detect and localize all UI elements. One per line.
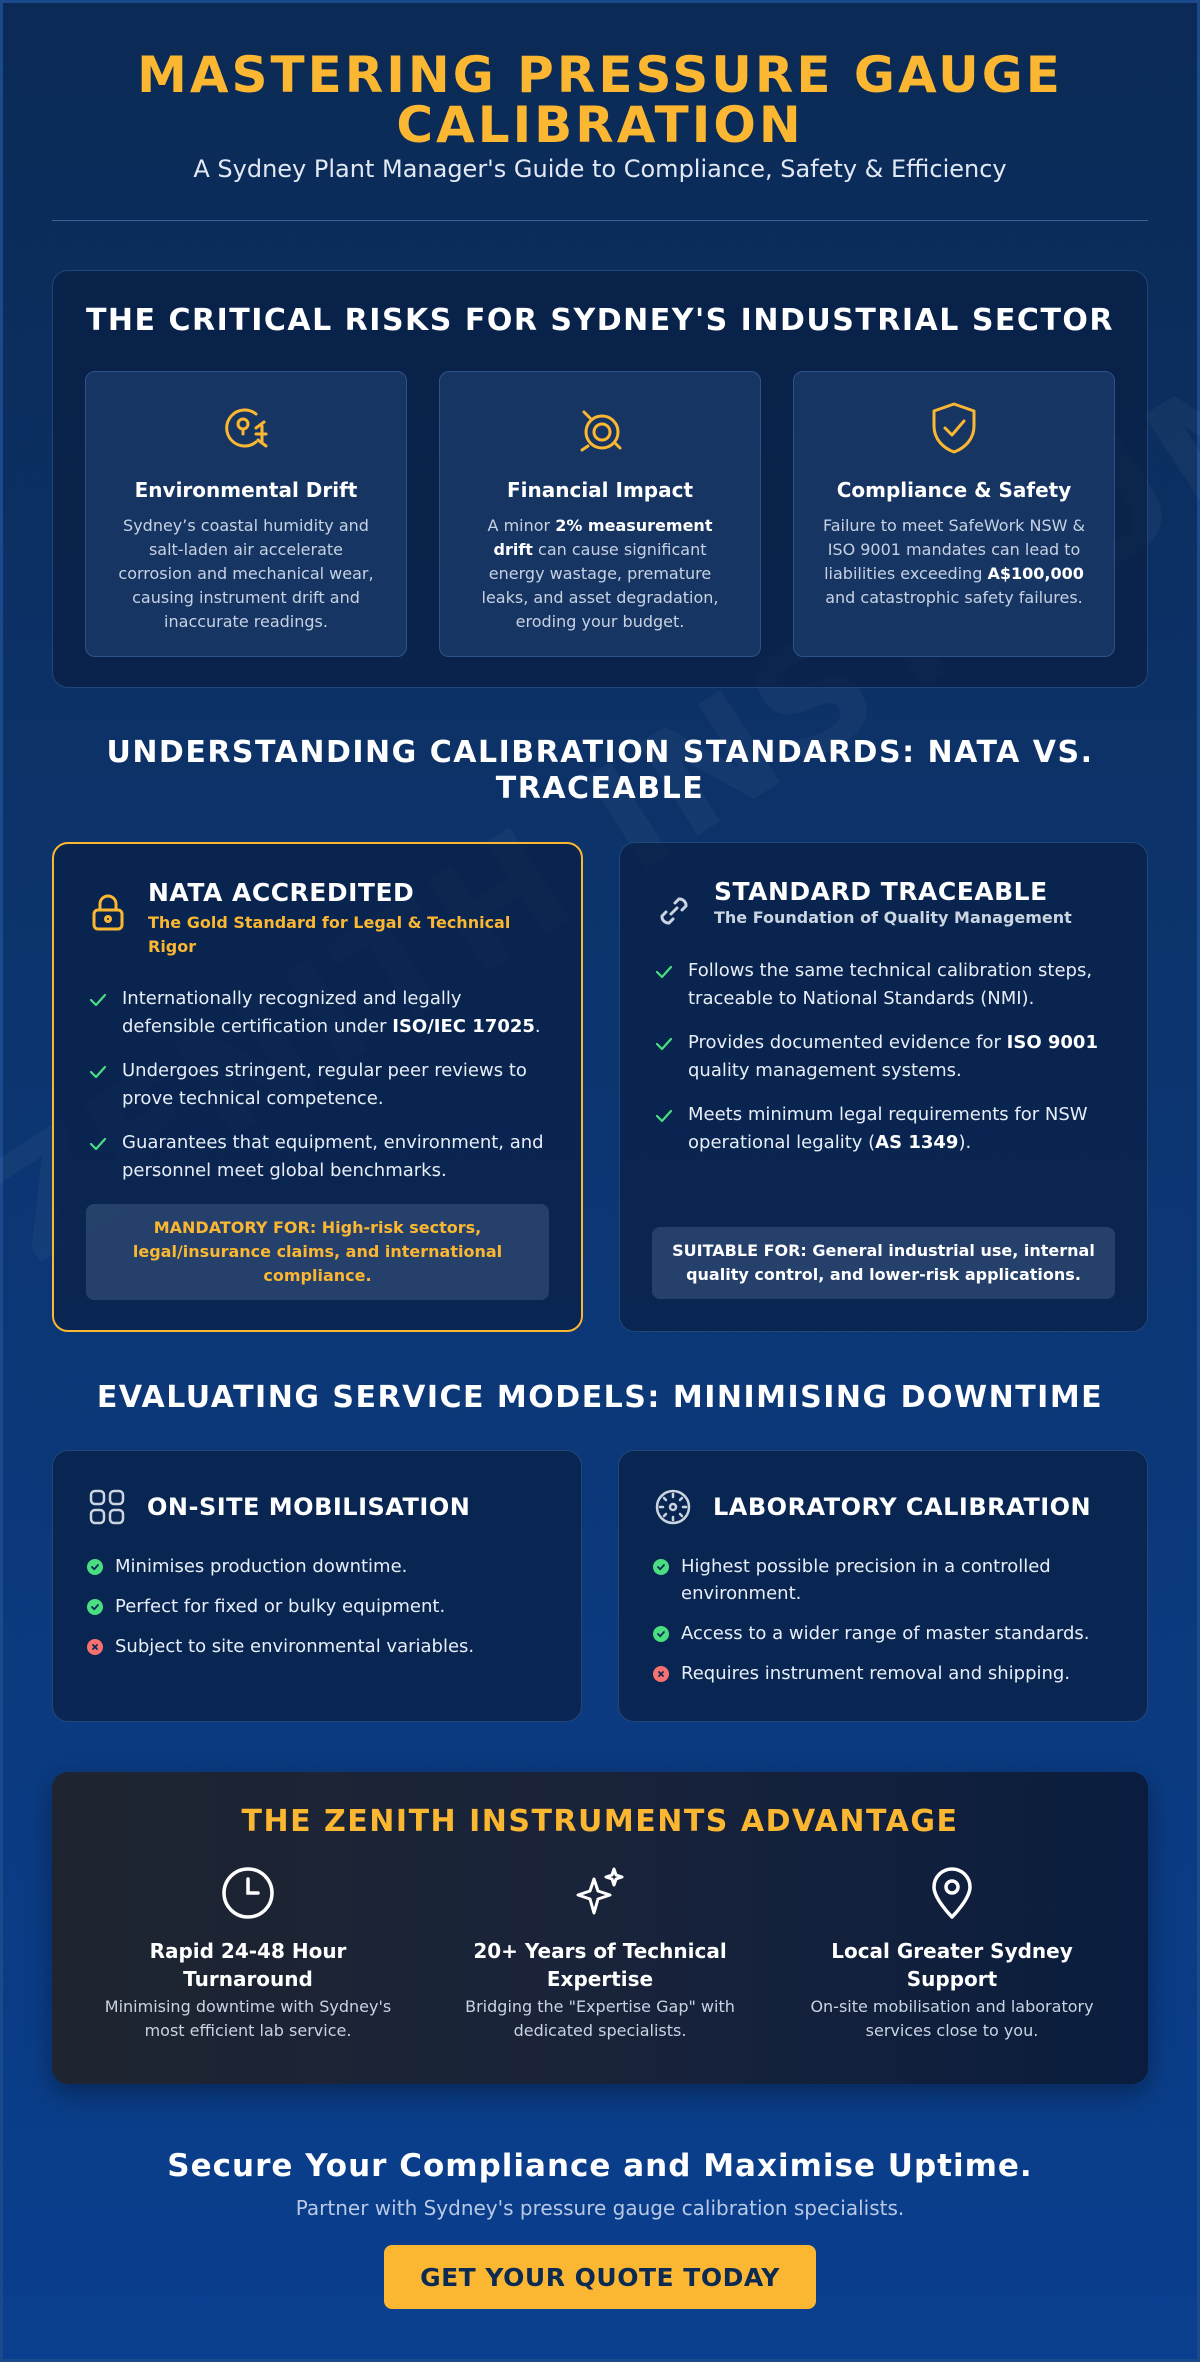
risk-card-compliance: Compliance & Safety Failure to meet Safe… — [793, 371, 1115, 657]
lab-title: LABORATORY CALIBRATION — [713, 1493, 1092, 1521]
cta-heading: Secure Your Compliance and Maximise Upti… — [167, 2148, 1033, 2184]
check-icon — [655, 1037, 673, 1051]
chain-link-icon — [660, 897, 688, 925]
risks-section: THE CRITICAL RISKS FOR SYDNEY'S INDUSTRI… — [52, 270, 1148, 688]
check-icon — [655, 965, 673, 979]
list-item: Perfect for fixed or bulky equipment. — [87, 1593, 547, 1620]
location-pin-icon — [932, 1867, 972, 1919]
check-icon — [89, 993, 107, 1007]
list-item: Subject to site environmental variables. — [87, 1633, 547, 1660]
target-gauge-icon — [580, 410, 622, 452]
hero-divider — [52, 220, 1148, 221]
services-heading: EVALUATING SERVICE MODELS: MINIMISING DO… — [96, 1380, 1104, 1415]
risk-title: Compliance & Safety — [836, 478, 1072, 502]
traceable-note: SUITABLE FOR: General industrial use, in… — [652, 1227, 1115, 1299]
nata-title: NATA ACCREDITED — [148, 878, 415, 907]
advantage-title: Local Greater Sydney Support — [831, 1939, 1073, 1991]
sparkle-icon — [576, 1867, 624, 1915]
list-item: Meets minimum legal requirements for NSW… — [654, 1101, 1113, 1157]
advantage-text: On-site mobilisation and laboratory serv… — [810, 1997, 1094, 2040]
check-circle-icon — [87, 1599, 103, 1615]
onsite-list: Minimises production downtime. Perfect f… — [87, 1553, 547, 1660]
standards-heading: UNDERSTANDING CALIBRATION STANDARDS: NAT… — [106, 735, 1094, 806]
list-item: Provides documented evidence for ISO 900… — [654, 1029, 1113, 1085]
nata-card: NATA ACCREDITED The Gold Standard for Le… — [52, 842, 583, 1332]
get-quote-button[interactable]: GET YOUR QUOTE TODAY — [384, 2245, 816, 2309]
list-item: Minimises production downtime. — [87, 1553, 547, 1580]
traceable-card: STANDARD TRACEABLE The Foundation of Qua… — [619, 842, 1148, 1332]
advantage-heading: THE ZENITH INSTRUMENTS ADVANTAGE — [241, 1804, 959, 1839]
risk-card-environmental: Environmental Drift Sydney’s coastal hum… — [85, 371, 407, 657]
advantage-title: Rapid 24-48 Hour Turnaround — [149, 1939, 347, 1991]
list-item: Requires instrument removal and shipping… — [653, 1660, 1113, 1687]
cross-circle-icon — [87, 1639, 103, 1655]
risk-title: Environmental Drift — [134, 478, 358, 502]
lab-card: LABORATORY CALIBRATION Highest possible … — [618, 1450, 1148, 1722]
advantage-text: Minimising downtime with Sydney's most e… — [104, 1997, 392, 2040]
advantage-item-local: Local Greater Sydney Support On-site mob… — [776, 1865, 1128, 2043]
advantage-text: Bridging the "Expertise Gap" with dedica… — [465, 1997, 735, 2040]
lab-list: Highest possible precision in a controll… — [653, 1553, 1113, 1687]
services-grid: ON-SITE MOBILISATION Minimises productio… — [52, 1450, 1148, 1722]
grid-apps-icon — [89, 1489, 125, 1525]
risks-heading: THE CRITICAL RISKS FOR SYDNEY'S INDUSTRI… — [85, 303, 1115, 338]
cross-circle-icon — [653, 1666, 669, 1682]
nata-tagline: The Gold Standard for Legal & Technical … — [148, 913, 511, 956]
advantage-title: 20+ Years of Technical Expertise — [473, 1939, 727, 1991]
advantage-item-turnaround: Rapid 24-48 Hour Turnaround Minimising d… — [72, 1865, 424, 2043]
traceable-title: STANDARD TRACEABLE — [714, 877, 1048, 906]
check-circle-icon — [653, 1626, 669, 1642]
check-circle-icon — [87, 1559, 103, 1575]
traceable-list: Follows the same technical calibration s… — [654, 957, 1113, 1157]
page-subtitle: A Sydney Plant Manager's Guide to Compli… — [193, 155, 1007, 183]
risk-title: Financial Impact — [506, 478, 694, 502]
traceable-tagline: The Foundation of Quality Management — [714, 908, 1072, 927]
check-icon — [89, 1137, 107, 1151]
list-item: Undergoes stringent, regular peer review… — [88, 1057, 547, 1113]
advantage-section: THE ZENITH INSTRUMENTS ADVANTAGE Rapid 2… — [52, 1772, 1148, 2084]
risk-card-financial: Financial Impact A minor 2% measurement … — [439, 371, 761, 657]
dial-gauge-icon — [655, 1489, 691, 1525]
standards-grid: NATA ACCREDITED The Gold Standard for Le… — [52, 842, 1148, 1332]
risk-text: Failure to meet SafeWork NSW & ISO 9001 … — [822, 516, 1086, 607]
check-icon — [655, 1109, 673, 1123]
onsite-title: ON-SITE MOBILISATION — [147, 1493, 471, 1521]
list-item: Follows the same technical calibration s… — [654, 957, 1113, 1013]
list-item: Guarantees that equipment, environment, … — [88, 1129, 547, 1185]
lock-icon — [92, 894, 124, 931]
list-item: Internationally recognized and legally d… — [88, 985, 547, 1041]
list-item: Highest possible precision in a controll… — [653, 1553, 1113, 1607]
page-title: MASTERING PRESSURE GAUGE CALIBRATION — [137, 46, 1063, 154]
advantage-item-expertise: 20+ Years of Technical Expertise Bridgin… — [424, 1865, 776, 2043]
list-item: Access to a wider range of master standa… — [653, 1620, 1113, 1647]
nata-list: Internationally recognized and legally d… — [88, 985, 547, 1185]
onsite-card: ON-SITE MOBILISATION Minimises productio… — [52, 1450, 582, 1722]
gauge-drift-icon — [225, 408, 268, 448]
clock-icon — [222, 1867, 274, 1919]
check-icon — [89, 1065, 107, 1079]
shield-check-icon — [932, 402, 976, 454]
cta-subtitle: Partner with Sydney's pressure gauge cal… — [295, 2196, 905, 2220]
risk-text: Sydney’s coastal humidity and salt-laden… — [118, 516, 374, 631]
risk-text: A minor 2% measurement drift can cause s… — [481, 516, 719, 631]
check-circle-icon — [653, 1559, 669, 1575]
nata-note: MANDATORY FOR: High-risk sectors, legal/… — [86, 1204, 549, 1300]
